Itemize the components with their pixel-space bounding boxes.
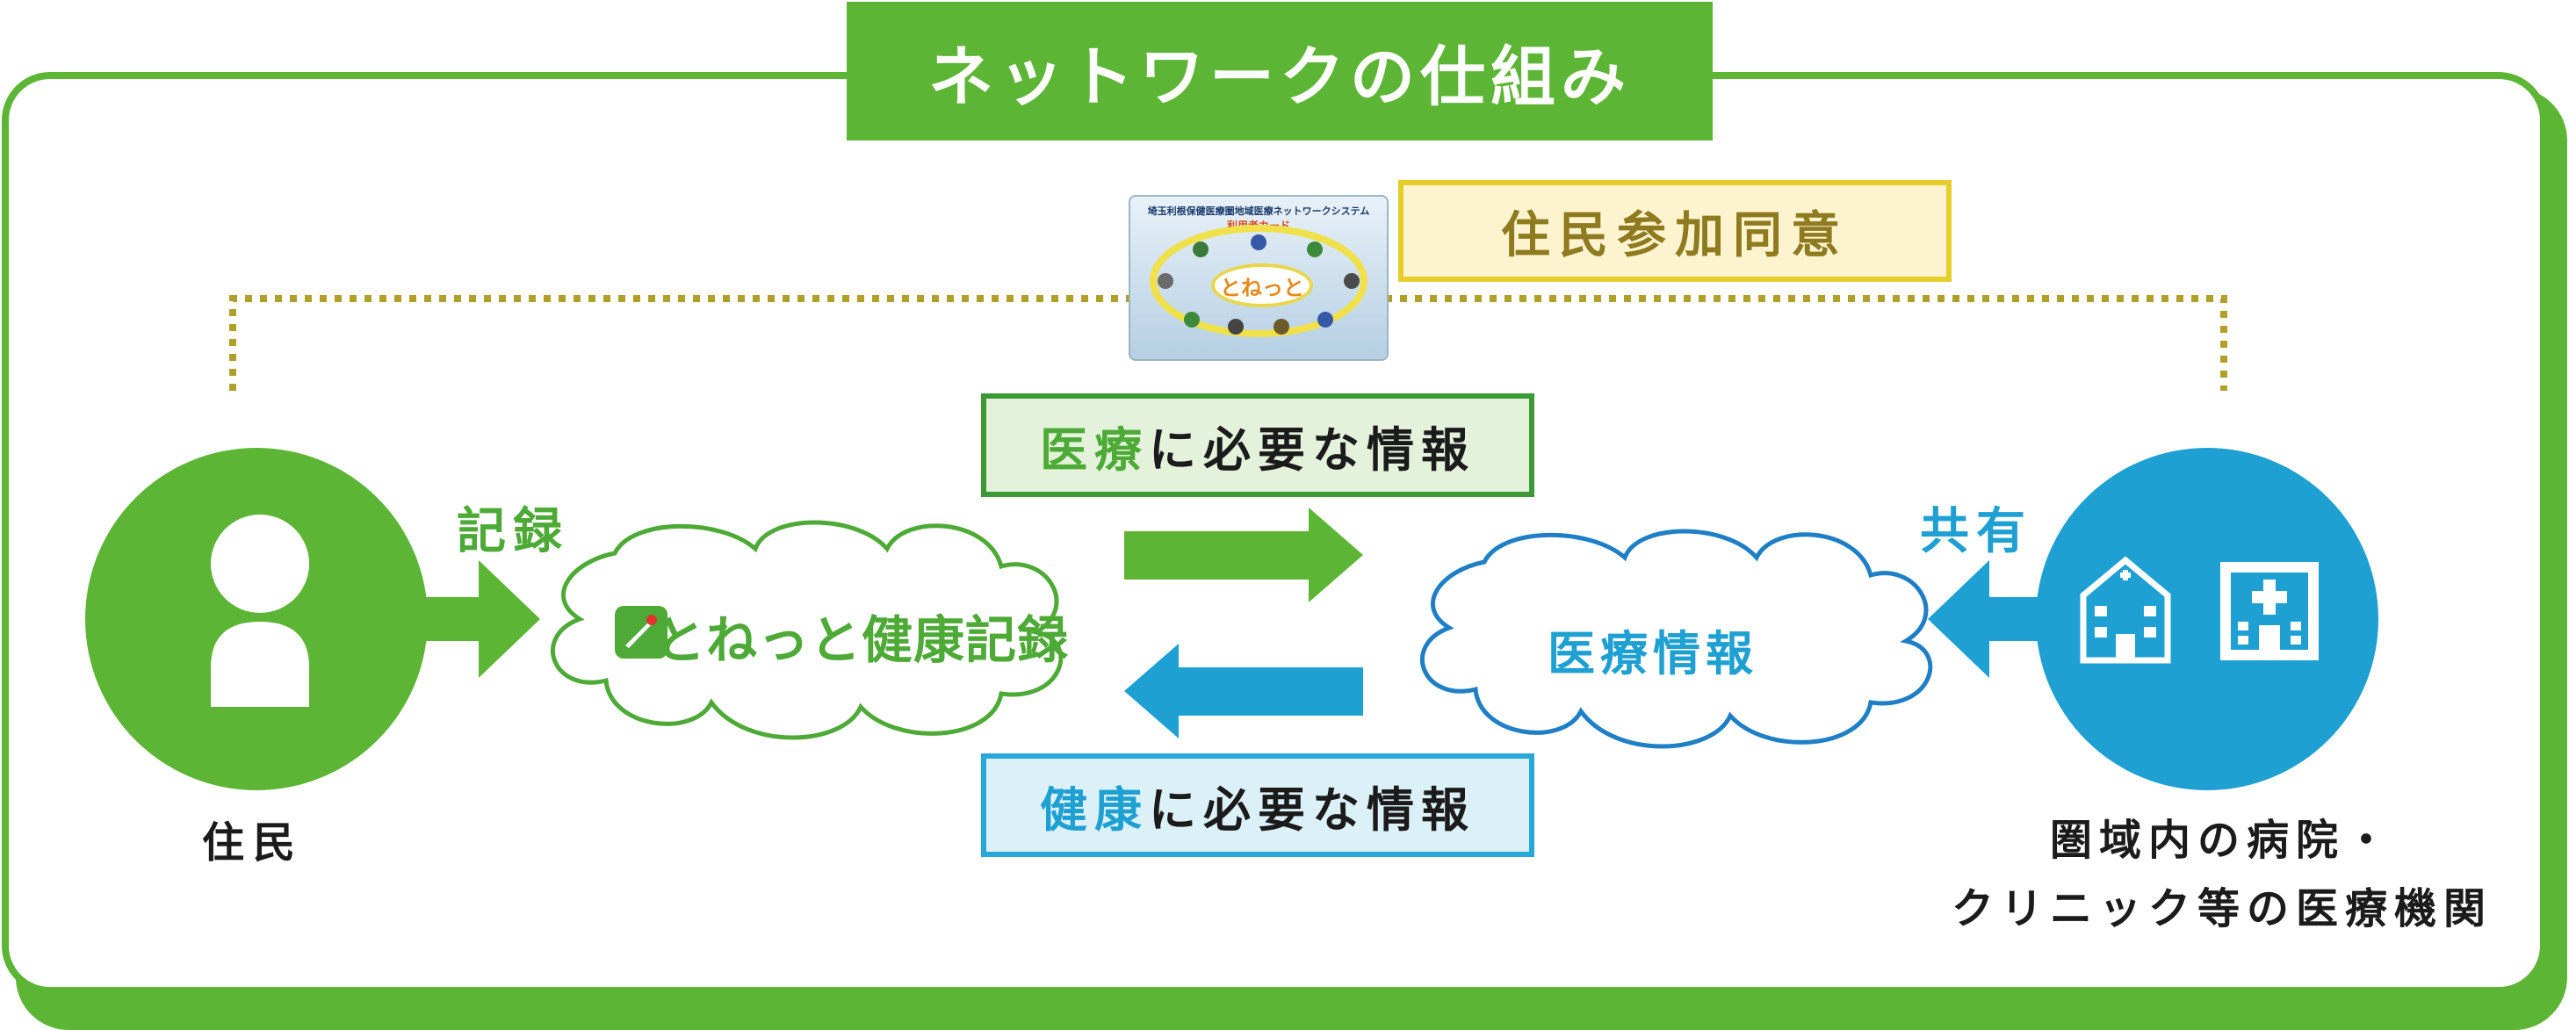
hospital-label-line1: 圏域内の病院・ bbox=[2049, 816, 2394, 865]
medical-info-label: 医療情報 bbox=[1548, 626, 1758, 681]
hospital-label: 圏域内の病院・ クリニック等の医療機関 bbox=[1880, 806, 2565, 943]
clinic-icon bbox=[2220, 562, 2319, 660]
hospital-label-line2: クリニック等の医療機関 bbox=[1951, 884, 2493, 933]
health-record-app-name: とねっと健康記録 bbox=[654, 610, 1070, 670]
medical-info-cloud bbox=[1420, 529, 1933, 749]
user-card-image: 埼玉利根保健医療圏地域医療ネットワークシステム 利用者カード とねっと bbox=[1129, 195, 1389, 361]
health-record-cloud bbox=[551, 520, 1064, 740]
record-label: 記録 bbox=[457, 503, 569, 560]
health-info-box: 健康に必要な情報 bbox=[981, 753, 1534, 857]
resident-circle bbox=[85, 448, 428, 790]
page-title: ネットワークの仕組み bbox=[928, 39, 1631, 115]
card-name: とねっと bbox=[1211, 263, 1313, 307]
hospital-icon bbox=[2080, 556, 2171, 664]
title-banner: ネットワークの仕組み bbox=[847, 2, 1713, 140]
health-info-highlight: 健康 bbox=[1040, 782, 1149, 838]
consent-dotted-line bbox=[229, 295, 2227, 391]
to-resident-arrow bbox=[1124, 644, 1363, 738]
app-logo-icon bbox=[615, 606, 667, 659]
resident-label: 住民 bbox=[202, 818, 305, 868]
medical-info-rest: に必要な情報 bbox=[1149, 421, 1476, 478]
to-hospital-arrow bbox=[1124, 508, 1363, 602]
record-arrow bbox=[422, 560, 540, 678]
health-info-rest: に必要な情報 bbox=[1149, 782, 1476, 838]
card-header: 埼玉利根保健医療圏地域医療ネットワークシステム bbox=[1147, 205, 1370, 217]
share-arrow bbox=[1928, 560, 2046, 678]
hospital-circle bbox=[2036, 448, 2378, 790]
person-icon bbox=[211, 515, 309, 707]
share-label: 共有 bbox=[1920, 503, 2032, 560]
consent-box: 住民参加同意 bbox=[1398, 180, 1952, 282]
medical-info-highlight: 医療 bbox=[1040, 421, 1149, 478]
medical-info-box: 医療に必要な情報 bbox=[981, 393, 1534, 497]
card-ring-icon bbox=[1150, 225, 1367, 337]
consent-label: 住民参加同意 bbox=[1501, 206, 1849, 264]
